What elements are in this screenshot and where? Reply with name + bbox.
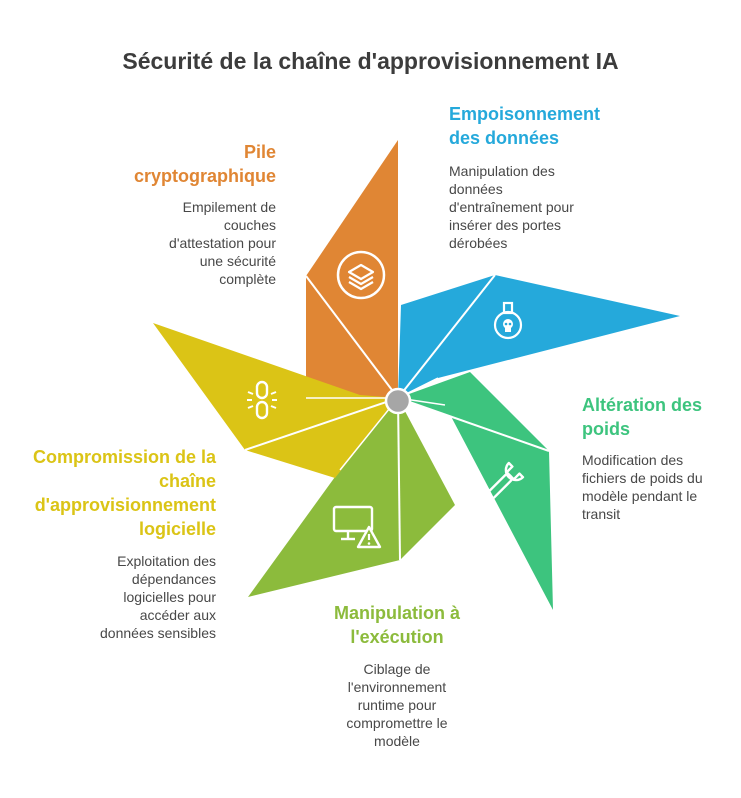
heading-pile: Pile cryptographique	[80, 140, 276, 188]
heading-compromission-line: d'approvisionnement	[34, 495, 216, 515]
desc-pile-line: complète	[219, 271, 276, 287]
desc-empoisonnement-line: insérer des portes	[449, 217, 562, 233]
heading-compromission-line: chaîne	[158, 471, 216, 491]
desc-pile-line: Empilement de	[182, 199, 276, 215]
desc-alteration-line: modèle pendant le	[582, 488, 698, 504]
desc-manipulation-line: compromettre le	[346, 715, 448, 731]
heading-manipulation-line: Manipulation à	[334, 603, 460, 623]
desc-manipulation-line: runtime pour	[357, 697, 437, 713]
heading-alteration-line: poids	[582, 419, 630, 439]
page-title: Sécurité de la chaîne d'approvisionnemen…	[122, 48, 619, 74]
blade-compromission	[153, 323, 399, 478]
desc-manipulation-line: l'environnement	[347, 679, 447, 695]
heading-compromission-line: logicielle	[138, 519, 216, 539]
heading-compromission-line: Compromission de la	[32, 447, 216, 467]
desc-alteration-line: fichiers de poids du	[582, 470, 703, 486]
desc-empoisonnement-line: données	[449, 181, 503, 197]
desc-manipulation-line: modèle	[374, 733, 420, 749]
desc-pile-line: couches	[223, 217, 276, 233]
desc-alteration-line: transit	[582, 506, 621, 522]
desc-compromission-line: dépendances	[131, 571, 216, 587]
blade-alteration-inner	[398, 372, 549, 451]
desc-manipulation-line: Ciblage de	[363, 661, 431, 677]
desc-manipulation: Ciblage de l'environnement runtime pour …	[317, 660, 477, 750]
desc-empoisonnement-line: d'entraînement pour	[449, 199, 574, 215]
heading-pile-line: Pile	[243, 142, 276, 162]
desc-empoisonnement: Manipulation des données d'entraînement …	[449, 162, 689, 252]
broken-link-icon	[247, 380, 277, 420]
layers-icon	[336, 250, 386, 300]
desc-alteration-line: Modification des	[582, 452, 684, 468]
heading-empoisonnement-line: Empoisonnement	[449, 104, 601, 124]
desc-compromission-line: accéder aux	[139, 607, 216, 623]
heading-manipulation: Manipulation à l'exécution	[317, 601, 477, 649]
desc-compromission-line: Exploitation des	[117, 553, 216, 569]
blade-empoisonnement	[397, 274, 680, 399]
blade-alteration-outer	[398, 398, 553, 610]
monitor-warning-icon	[332, 505, 382, 549]
heading-empoisonnement: Empoisonnement des données	[449, 102, 689, 150]
heading-empoisonnement-line: des données	[449, 128, 560, 148]
desc-pile-line: d'attestation pour	[169, 235, 276, 251]
blade-manipulation-inner	[398, 398, 455, 560]
blade-compromission-inner	[245, 398, 398, 478]
desc-compromission: Exploitation des dépendances logicielles…	[36, 552, 216, 642]
heading-pile-line: cryptographique	[133, 166, 276, 186]
wrench-icon	[486, 461, 525, 500]
desc-pile: Empilement de couches d'attestation pour…	[96, 198, 276, 288]
heading-manipulation-line: l'exécution	[350, 627, 444, 647]
heading-alteration: Altération des poids	[582, 393, 732, 441]
desc-pile-line: une sécurité	[199, 253, 276, 269]
heading-alteration-line: Altération des	[582, 395, 703, 415]
desc-empoisonnement-line: Manipulation des	[449, 163, 555, 179]
desc-compromission-line: données sensibles	[100, 625, 216, 641]
blade-empoisonnement-outer	[398, 275, 680, 398]
center-hub	[384, 387, 412, 415]
blade-alteration	[397, 372, 553, 610]
desc-compromission-line: logicielles pour	[123, 589, 216, 605]
heading-compromission: Compromission de la chaîne d'approvision…	[10, 445, 216, 541]
desc-alteration: Modification des fichiers de poids du mo…	[582, 451, 732, 523]
desc-empoisonnement-line: dérobées	[449, 235, 508, 251]
poison-flask-icon	[493, 301, 523, 340]
